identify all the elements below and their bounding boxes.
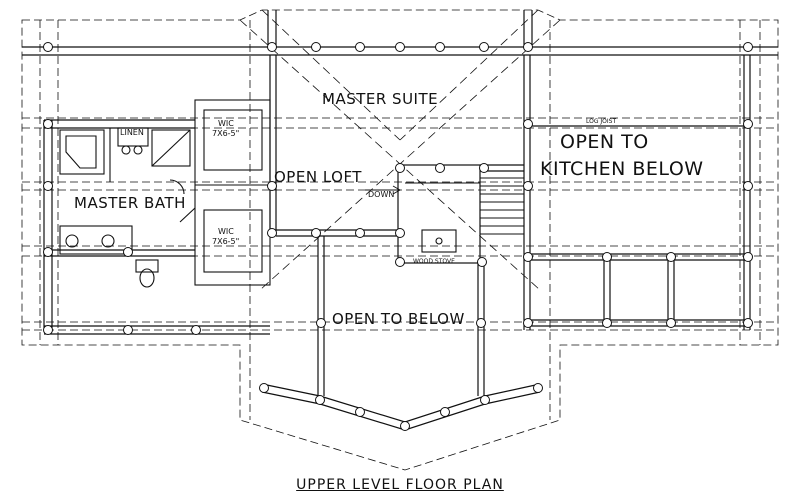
- log-joist-label: LOG JOIST: [586, 118, 617, 125]
- open-loft-label: OPEN LOFT: [274, 168, 362, 186]
- linen-label: LINEN: [120, 128, 144, 137]
- log-posts: [43, 42, 753, 431]
- wic-top-label-line1: WIC: [218, 119, 234, 128]
- wic-bottom-label-line1: WIC: [218, 227, 234, 236]
- plan-caption: UPPER LEVEL FLOOR PLAN: [296, 477, 504, 493]
- master-bath-label: MASTER BATH: [74, 194, 186, 212]
- roof-diagonals: [239, 9, 561, 291]
- wall-logs: [22, 10, 778, 431]
- wic-top-label-line2: 7X6-5": [212, 129, 240, 138]
- wic-bottom-label-line2: 7X6-5": [212, 237, 240, 246]
- open-to-below-label: OPEN TO BELOW: [332, 310, 465, 328]
- down-label: DOWN: [368, 190, 395, 199]
- dashed-outline: [21, 9, 779, 471]
- wood-stove-label: WOOD STOVE: [413, 258, 455, 265]
- master-suite-label: MASTER SUITE: [322, 90, 439, 108]
- stair: [365, 177, 524, 235]
- bath-and-closets: [59, 99, 457, 288]
- open-to-kitchen-label-line2: KITCHEN BELOW: [540, 158, 704, 180]
- open-to-kitchen-label-line1: OPEN TO: [560, 131, 649, 153]
